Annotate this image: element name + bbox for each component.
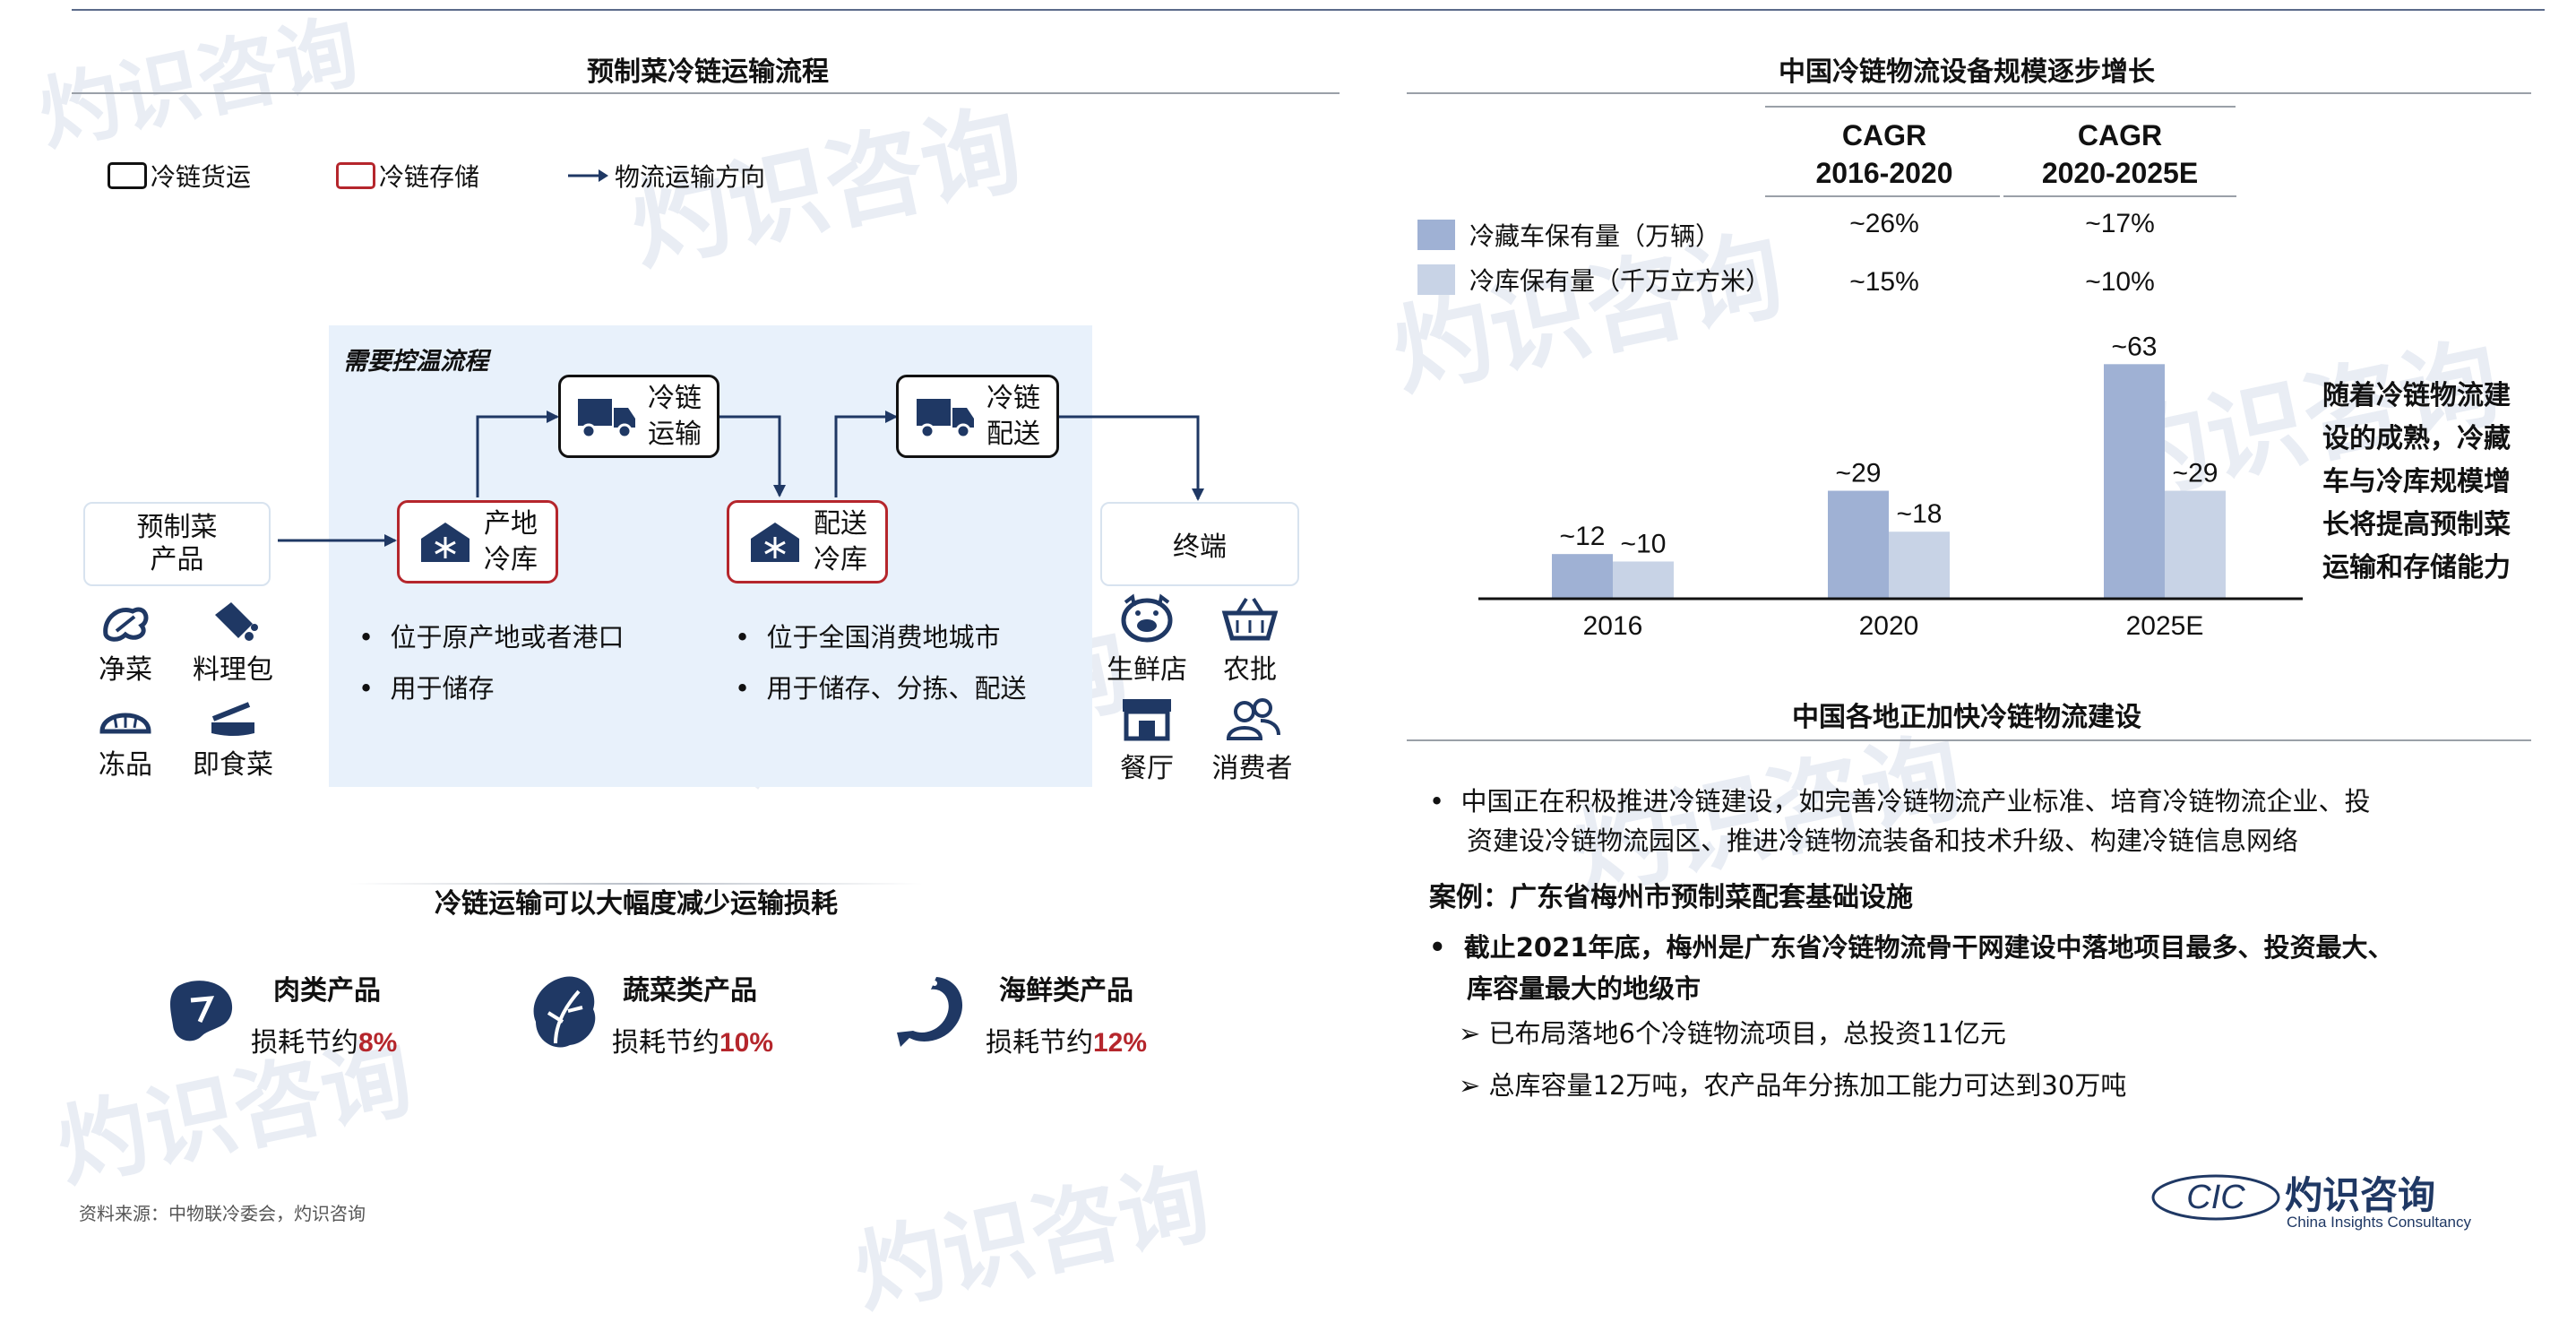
bar-2020-series-0 — [1828, 490, 1889, 599]
chart-title: 中国冷链物流设备规模逐步增长 — [1779, 56, 2155, 88]
terminal-wholesale: 农批 — [1205, 593, 1295, 687]
cagr-warehouse-2020-2025: ~10% — [2085, 267, 2155, 297]
shrimp-icon — [897, 977, 963, 1047]
origin-bullet: • 位于原产地或者港口 — [358, 622, 625, 653]
cold-transport-box: 冷链运输 — [558, 375, 719, 458]
cold-delivery-box: 冷链配送 — [896, 375, 1059, 458]
legend-cold-transport: 冷链货运 — [108, 158, 251, 194]
cagr-header-underline — [1765, 195, 2000, 197]
top-rule — [72, 9, 2545, 11]
x-tick-label-2025E: 2025E — [2126, 611, 2204, 641]
cold-warehouse-icon — [421, 522, 470, 562]
vegetable-icon — [103, 607, 149, 642]
legend-swatch-light — [1417, 264, 1455, 295]
bar-2025E-series-0 — [2104, 364, 2165, 599]
truck-icon — [917, 398, 974, 438]
bar-label-2025E-series-0: ~63 — [2112, 332, 2158, 361]
bar-label-2020-series-1: ~18 — [1897, 499, 1943, 529]
construction-bullet-2: • 截止2021年底，梅州是广东省冷链物流骨干网建设中落地项目最多、投资最大、 … — [1429, 932, 2394, 1004]
x-tick-label-2016: 2016 — [1583, 611, 1643, 641]
brand-name-cn: 灼识咨询 — [2285, 1173, 2436, 1217]
meat-icon — [170, 981, 233, 1041]
bar-2025E-series-1 — [2165, 490, 2226, 599]
bar-label-2016-series-0: ~12 — [1560, 522, 1606, 551]
process-title: 预制菜冷链运输流程 — [587, 56, 829, 88]
bar-2016-series-1 — [1613, 561, 1674, 599]
bar-label-2020-series-0: ~29 — [1836, 459, 1882, 488]
restaurant-icon — [1123, 699, 1171, 741]
terminal-box: 终端 — [1100, 502, 1299, 586]
bar-2016-series-0 — [1552, 554, 1613, 599]
construction-title-rule — [1407, 739, 2531, 741]
process-title-rule — [72, 92, 1340, 94]
case-title: 案例：广东省梅州市预制菜配套基础设施 — [1429, 882, 1913, 913]
item-frozen: 冻品 — [90, 701, 161, 782]
cagr-header-underline — [2003, 195, 2236, 197]
chart-title-rule — [1407, 92, 2531, 94]
item-sauce-pack: 料理包 — [184, 599, 282, 687]
red-box-icon — [336, 162, 375, 189]
item-clean-vegetable: 净菜 — [90, 599, 161, 687]
origin-cold-storage-box: 产地冷库 — [397, 500, 558, 583]
loss-title-rule — [349, 883, 923, 885]
sub-bullet: ➢ 总库容量12万吨，农产品年分拣加工能力可达到30万吨 — [1459, 1070, 2127, 1101]
people-icon — [1226, 698, 1280, 740]
lettuce-icon — [533, 976, 596, 1048]
loss-seafood: 海鲜类产品 损耗节约12% — [892, 968, 1187, 1059]
cagr-warehouse-2016-2020: ~15% — [1849, 267, 1919, 297]
cagr-header-2: CAGR 2020-2025E — [2041, 119, 2199, 189]
cagr-header-rule — [1765, 106, 2236, 108]
cagr-vehicles-2016-2020: ~26% — [1849, 209, 1919, 238]
prepared-dish-source-box: 预制菜 产品 — [83, 502, 271, 586]
legend-warehouse: 冷库保有量（千万立方米） — [1417, 262, 1770, 298]
chart-note: 随着冷链物流建 设的成熟，冷藏 车与冷库规模增 长将提高预制菜 运输和存储能力 — [2322, 380, 2511, 583]
cic-logo-icon: CIC — [2151, 1174, 2280, 1221]
terminal-consumer: 消费者 — [1201, 696, 1304, 785]
pig-icon — [1121, 593, 1173, 643]
cold-warehouse-icon — [751, 522, 799, 562]
legend-cold-storage: 冷链存储 — [336, 158, 479, 194]
bar-2020-series-1 — [1889, 532, 1950, 599]
sub-bullet: ➢ 已布局落地6个冷链物流项目，总投资11亿元 — [1459, 1018, 2006, 1049]
sauce-pack-icon — [215, 602, 258, 641]
construction-title: 中国各地正加快冷链物流建设 — [1792, 702, 2141, 733]
bar-label-2025E-series-1: ~29 — [2173, 459, 2218, 488]
dumpling-icon — [99, 713, 151, 734]
cic-logo-text: CIC — [2186, 1179, 2245, 1216]
can-icon — [211, 702, 254, 736]
legend-direction: 物流运输方向 — [566, 158, 765, 194]
origin-bullet: • 用于储存 — [358, 673, 495, 704]
brand-name-en: China Insights Consultancy — [2287, 1214, 2472, 1231]
cagr-header-1: CAGR 2016-2020 — [1815, 119, 1953, 189]
construction-bullet-1: • 中国正在积极推进冷链建设，如完善冷链物流产业标准、培育冷链物流企业、投 资建… — [1429, 786, 2371, 856]
legend-vehicles: 冷藏车保有量（万辆） — [1417, 217, 1720, 253]
arrow-right-icon — [568, 169, 608, 182]
bar-label-2016-series-1: ~10 — [1621, 529, 1667, 558]
delivery-bullet: • 位于全国消费地城市 — [735, 622, 1001, 653]
delivery-cold-storage-box: 配送冷库 — [727, 500, 888, 583]
watermark: 灼识咨询 — [846, 1149, 1219, 1327]
item-ready-meal: 即食菜 — [184, 701, 282, 782]
cagr-vehicles-2020-2025: ~17% — [2085, 209, 2155, 238]
truck-icon — [578, 398, 635, 438]
loss-meat: 肉类产品 损耗节约8% — [166, 968, 435, 1059]
loss-title: 冷链运输可以大幅度减少运输损耗 — [435, 888, 838, 920]
terminal-restaurant: 餐厅 — [1098, 696, 1196, 785]
flow-connectors — [278, 411, 1204, 547]
x-tick-label-2020: 2020 — [1859, 611, 1919, 641]
terminal-fresh-store: 生鲜店 — [1098, 593, 1196, 687]
brand-logo: CIC 灼识咨询 China Insights Consultancy — [2149, 1163, 2471, 1235]
delivery-bullet: • 用于储存、分拣、配送 — [735, 673, 1027, 704]
basket-icon — [1221, 597, 1279, 641]
bar-chart: ~12 ~10 2016 ~29 ~18 2020 ~63 ~29 2025E — [1478, 332, 2303, 641]
legend-swatch-dark — [1417, 220, 1455, 250]
black-box-icon — [108, 162, 147, 189]
loss-vegetable: 蔬菜类产品 损耗节约10% — [529, 968, 815, 1059]
source-note: 资料来源：中物联冷委会，灼识咨询 — [79, 1203, 366, 1224]
temperature-controlled-label: 需要控温流程 — [343, 348, 488, 376]
